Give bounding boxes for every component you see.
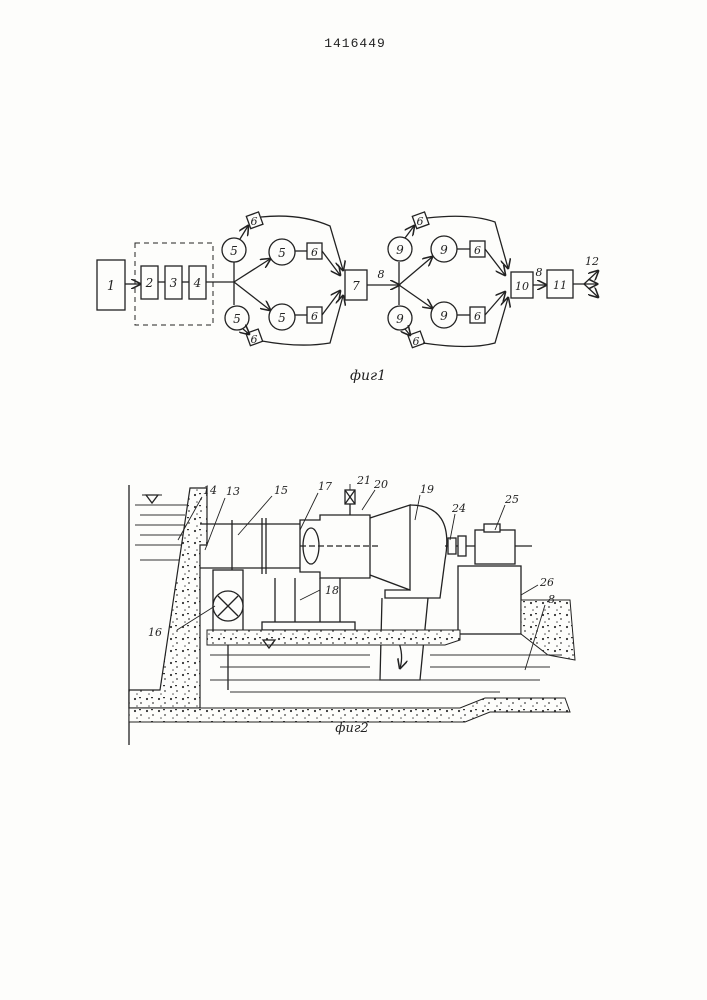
right-embankment xyxy=(521,600,575,660)
label-17: 17 xyxy=(318,480,332,493)
motor-foundation xyxy=(458,566,521,634)
diffuser-cone xyxy=(370,505,410,590)
dam-wall xyxy=(129,488,207,708)
motor-body xyxy=(475,530,515,564)
label-25: 25 xyxy=(504,493,519,506)
coupling-a xyxy=(448,538,456,554)
coupling-b xyxy=(458,536,466,556)
station-floor xyxy=(207,630,460,645)
label-19: 19 xyxy=(420,483,434,496)
label-21: 21 xyxy=(356,474,371,487)
label-26: 26 xyxy=(539,576,554,589)
label-13: 13 xyxy=(226,485,240,498)
label-15: 15 xyxy=(274,484,288,497)
label-18: 18 xyxy=(325,584,339,597)
label-24: 24 xyxy=(451,502,466,515)
label-8: 8 xyxy=(548,593,555,606)
pump-base xyxy=(262,622,355,630)
lower-water xyxy=(210,655,560,692)
figure-2-caption: фиг2 xyxy=(335,721,368,736)
label-16: 16 xyxy=(148,626,162,639)
label-14: 14 xyxy=(203,484,217,497)
water-level-marker-top xyxy=(146,495,158,503)
label-20: 20 xyxy=(373,478,388,491)
motor-terminal-box xyxy=(484,524,500,532)
